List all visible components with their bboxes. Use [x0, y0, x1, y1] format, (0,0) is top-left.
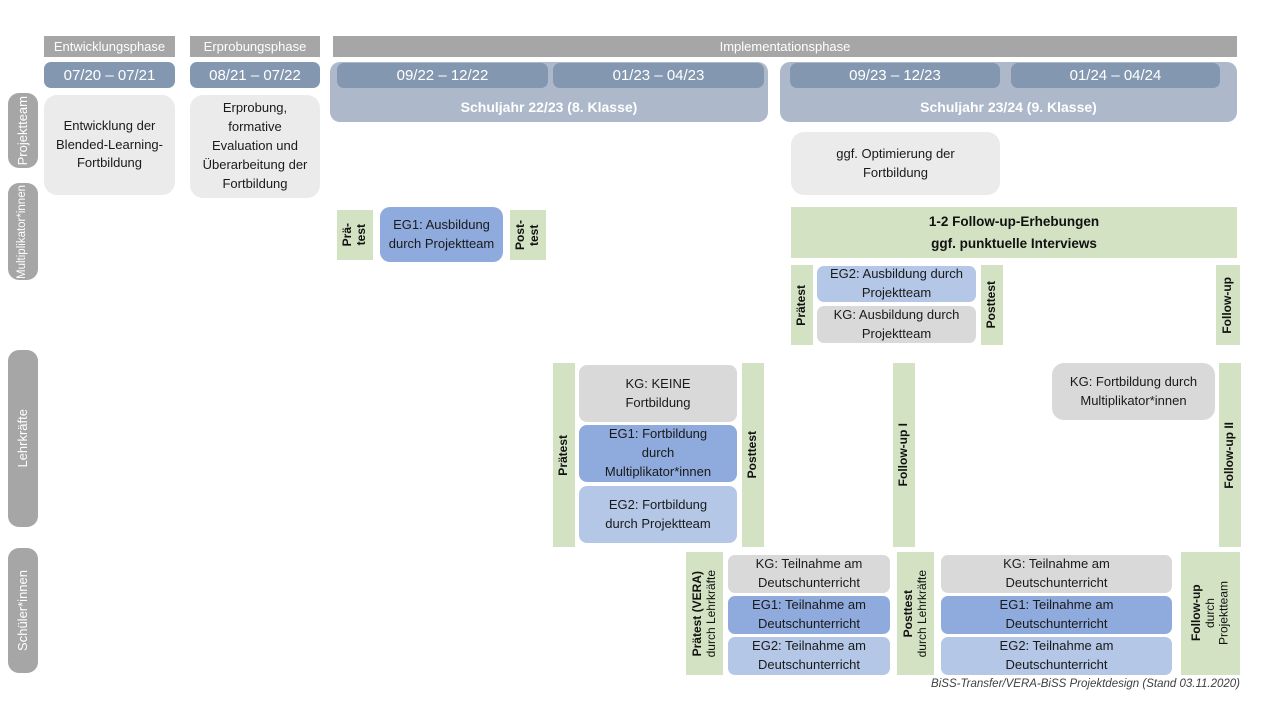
posttest-schueler-line1: Posttest [900, 589, 915, 638]
period-07-20-07-21: 07/20 – 07/21 [44, 62, 175, 88]
followup-schueler-line3: Projektteam [1216, 581, 1231, 646]
followup-schueler-line1: Follow-up [1188, 585, 1203, 642]
followup1-bar-lehrkraefte: Follow-up I [893, 363, 915, 547]
followup2-bar-lehrkraefte: Follow-up II [1219, 363, 1241, 547]
followup-bar-schueler: Follow-up durch Projektteam [1181, 552, 1240, 675]
phase-header-entwicklung: Entwicklungsphase [44, 36, 175, 57]
row-label-schueler: Schüler*innen [8, 548, 38, 673]
eg1-fortbildung-box: EG1: Fortbildung durch Multiplikator*inn… [579, 425, 737, 482]
posttest-bar-lehrkraefte: Posttest [742, 363, 764, 547]
row-label-multiplikatoren: Multiplikator*innen [8, 183, 38, 280]
praetest-vera-line1: Prätest (VERA) [689, 570, 704, 657]
period-01-24-04-24: 01/24 – 04/24 [1011, 63, 1220, 88]
kg-teilnahme-box-2: KG: Teilnahme am Deutschunterricht [941, 555, 1172, 593]
eg1-ausbildung-box: EG1: Ausbildung durch Projektteam [380, 207, 503, 262]
eg1-teilnahme-box-1: EG1: Teilnahme am Deutschunterricht [728, 596, 890, 634]
praetest-bar-lehrkraefte: Prätest [553, 363, 575, 547]
posttest-text: Posttest [984, 281, 999, 329]
phase-header-implementation: Implementationsphase [333, 36, 1237, 57]
footer-caption: BiSS-Transfer/VERA-BiSS Projektdesign (S… [931, 678, 1240, 690]
eg2-fortbildung-box: EG2: Fortbildung durch Projektteam [579, 486, 737, 543]
banner-line2: ggf. punktuelle Interviews [931, 235, 1097, 251]
praetest-vera-bar-schueler: Prätest (VERA) durch Lehrkräfte [686, 552, 723, 675]
period-09-22-12-22: 09/22 – 12/22 [337, 63, 548, 88]
praetest-lehrkraefte-text: Prätest [556, 434, 571, 476]
row-label-multiplikatoren-text: Multiplikator*innen [16, 184, 29, 279]
praetest-vera-line2: durch Lehrkräfte [703, 569, 718, 658]
period-01-23-04-23: 01/23 – 04/23 [553, 63, 764, 88]
period-08-21-07-22: 08/21 – 07/22 [190, 62, 320, 88]
praetest-text: Prätest [794, 284, 809, 326]
phase-header-erprobung: Erprobungsphase [190, 36, 320, 57]
row-label-lehrkraefte-text: Lehrkräfte [14, 409, 30, 468]
praetest-bar-multiplikatoren-2223: Prä- test [337, 210, 373, 260]
kg-ausbildung-box: KG: Ausbildung durch Projektteam [817, 306, 976, 343]
row-label-projektteam-text: Projektteam [14, 95, 30, 166]
task-box-optimierung: ggf. Optimierung der Fortbildung [791, 132, 1000, 195]
posttest-lehrkraefte-text: Posttest [745, 431, 760, 479]
eg2-teilnahme-box-2: EG2: Teilnahme am Deutschunterricht [941, 637, 1172, 675]
kg-teilnahme-box-1: KG: Teilnahme am Deutschunterricht [728, 555, 890, 593]
kg-fortbildung-multiplikatoren-box: KG: Fortbildung durch Multiplikator*inne… [1052, 363, 1215, 420]
posttest-line2: test [527, 224, 541, 246]
followup-schueler-line2: durch [1202, 598, 1217, 629]
followup-erhebungen-banner: 1-2 Follow-up-Erhebungen ggf. punktuelle… [791, 207, 1237, 258]
task-box-entwicklung: Entwicklung der Blended-Learning-Fortbil… [44, 95, 175, 195]
row-label-lehrkraefte: Lehrkräfte [8, 350, 38, 527]
followup2-text: Follow-up II [1222, 421, 1237, 489]
praetest-bar-multiplikatoren-2324: Prätest [791, 265, 813, 345]
row-label-projektteam: Projektteam [8, 93, 38, 168]
praetest-line2: test [354, 224, 368, 246]
period-09-23-12-23: 09/23 – 12/23 [790, 63, 1000, 88]
eg2-ausbildung-box: EG2: Ausbildung durch Projektteam [817, 266, 976, 302]
followup-text: Follow-up [1220, 276, 1235, 334]
task-box-erprobung: Erprobung, formative Evaluation und Über… [190, 95, 320, 198]
posttest-bar-multiplikatoren-2324: Posttest [981, 265, 1003, 345]
followup1-text: Follow-up I [896, 423, 911, 487]
followup-bar-multiplikatoren: Follow-up [1216, 265, 1240, 345]
kg-keine-fortbildung-box: KG: KEINE Fortbildung [579, 365, 737, 422]
banner-line1: 1-2 Follow-up-Erhebungen [928, 213, 1100, 229]
posttest-bar-multiplikatoren-2223: Post- test [510, 210, 546, 260]
posttest-bar-schueler: Posttest durch Lehrkräfte [897, 552, 934, 675]
eg1-teilnahme-box-2: EG1: Teilnahme am Deutschunterricht [941, 596, 1172, 634]
eg2-teilnahme-box-1: EG2: Teilnahme am Deutschunterricht [728, 637, 890, 675]
row-label-schueler-text: Schüler*innen [14, 570, 30, 651]
posttest-schueler-line2: durch Lehrkräfte [914, 569, 929, 658]
